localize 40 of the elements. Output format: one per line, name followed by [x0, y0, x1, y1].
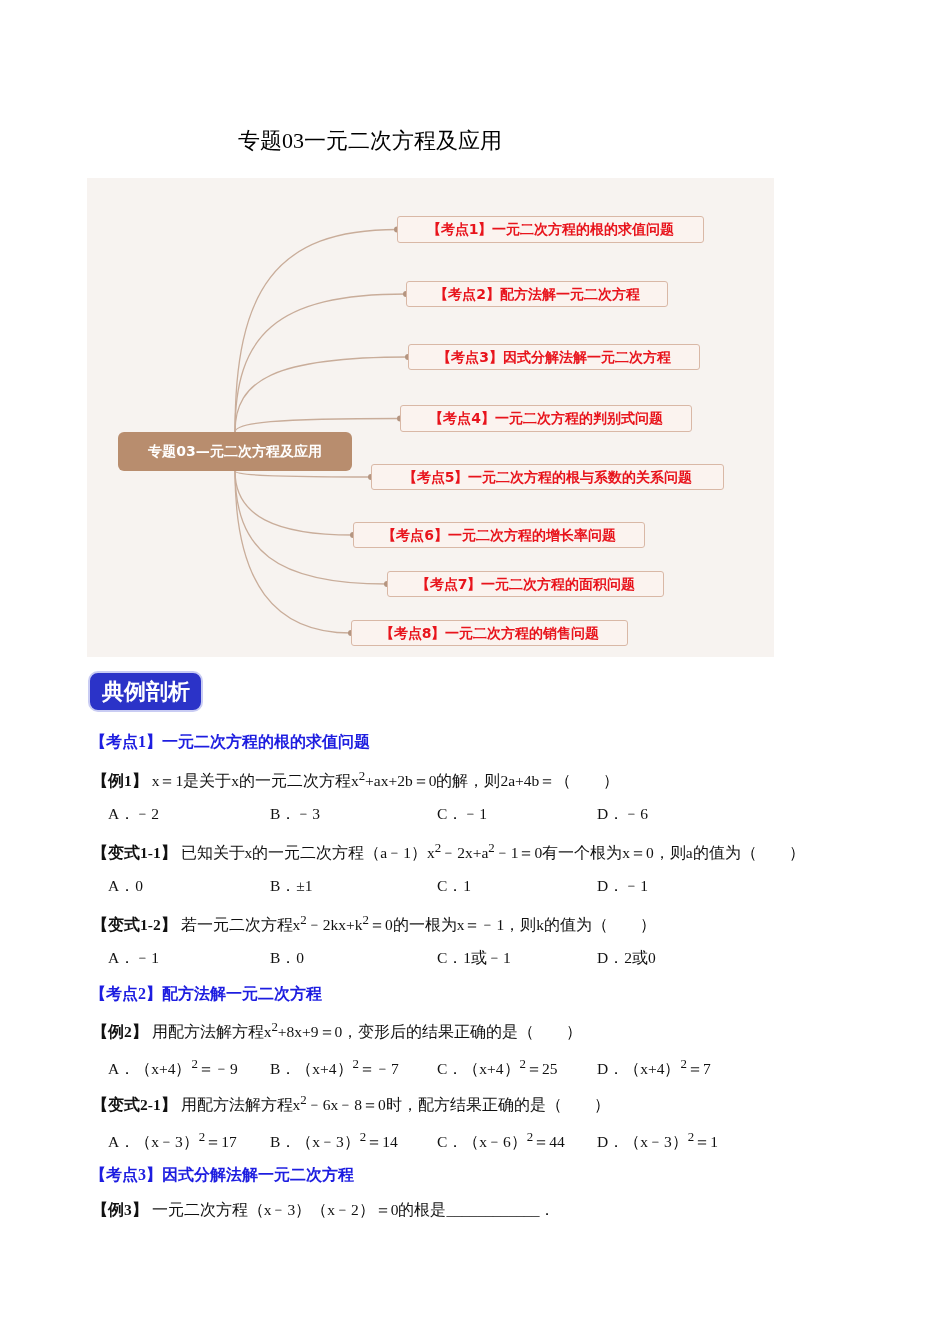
answer-option: B．0 [270, 948, 305, 969]
answer-option: C．﹣1 [437, 804, 488, 825]
answer-option: A．0 [108, 876, 143, 897]
answer-option: D．（x+4）$^{2}$＝7 [597, 1056, 711, 1081]
topic-box: 【考点4】一元二次方程的判别式问题 [400, 405, 692, 432]
topic-box: 【考点3】因式分解法解一元二次方程 [408, 344, 700, 370]
answer-option: D．2或0 [597, 948, 656, 969]
answer-option: B．（x+4）$^{2}$＝﹣7 [270, 1056, 399, 1081]
question-text: 【例1】 x＝1是关于x的一元二次方程x$^{2}$+ax+2b＝0的解，则2a+4b＝（ ） [92, 768, 620, 792]
answer-option: A．﹣2 [108, 804, 159, 825]
section-heading: 【考点1】一元二次方程的根的求值问题 [90, 732, 370, 752]
section-banner: 典例剖析 [88, 671, 203, 712]
section-heading: 【考点2】配方法解一元二次方程 [90, 984, 322, 1004]
section-heading: 【考点3】因式分解法解一元二次方程 [90, 1165, 354, 1185]
topic-box: 【考点8】一元二次方程的销售问题 [351, 620, 628, 646]
topic-box: 【考点1】一元二次方程的根的求值问题 [397, 216, 704, 243]
topic-box: 【考点5】一元二次方程的根与系数的关系问题 [371, 464, 724, 490]
answer-option: D．﹣6 [597, 804, 648, 825]
answer-option: C．1 [437, 876, 472, 897]
answer-option: C．（x﹣6）$^{2}$＝44 [437, 1129, 565, 1154]
topic-box: 【考点2】配方法解一元二次方程 [406, 281, 668, 307]
question-text: 【变式1-2】 若一元二次方程x$^{2}$﹣2kx+k$^{2}$＝0的一根为x＝﹣1，则k的值为（ ） [92, 912, 656, 936]
topic-box: 【考点7】一元二次方程的面积问题 [387, 571, 664, 597]
question-text: 【变式2-1】 用配方法解方程x$^{2}$﹣6x﹣8＝0时，配方结果正确的是（ ） [92, 1092, 610, 1116]
answer-option: D．﹣1 [597, 876, 648, 897]
answer-option: B．（x﹣3）$^{2}$＝14 [270, 1129, 398, 1154]
answer-option: A．（x+4）$^{2}$＝﹣9 [108, 1056, 238, 1081]
central-topic-box: 专题03—元二次方程及应用 [118, 432, 352, 471]
answer-option: A．（x﹣3）$^{2}$＝17 [108, 1129, 237, 1154]
answer-option: C．（x+4）$^{2}$＝25 [437, 1056, 558, 1081]
answer-option: D．（x﹣3）$^{2}$＝1 [597, 1129, 718, 1154]
answer-option: C．1或﹣1 [437, 948, 511, 969]
question-text: 【例3】 一元二次方程（x﹣3）（x﹣2）＝0的根是____________． [92, 1200, 556, 1220]
answer-option: B．﹣3 [270, 804, 321, 825]
topic-box: 【考点6】一元二次方程的增长率问题 [353, 522, 645, 548]
question-text: 【例2】 用配方法解方程x$^{2}$+8x+9＝0，变形后的结果正确的是（ ） [92, 1019, 583, 1043]
answer-option: A．﹣1 [108, 948, 159, 969]
answer-option: B．±1 [270, 876, 313, 897]
question-text: 【变式1-1】 已知关于x的一元二次方程（a﹣1）x$^{2}$﹣2x+a$^{2}$﹣1＝0有一个根为x＝0，则a的值为（ ） [92, 840, 805, 864]
page-title: 专题03一元二次方程及应用 [238, 127, 502, 155]
